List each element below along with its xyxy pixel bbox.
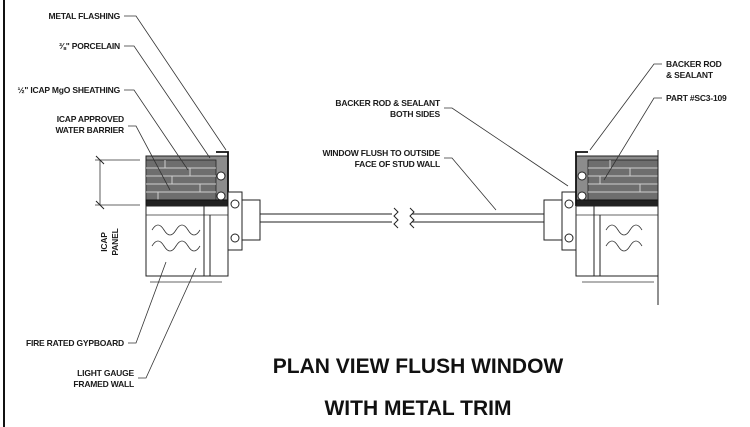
title-line-1: PLAN VIEW FLUSH WINDOW (273, 355, 564, 378)
right-wall-assembly (543, 150, 659, 305)
left-wall-assembly (145, 151, 261, 283)
label-backer-rod-right-2: & SEALANT (666, 70, 714, 80)
label-backer-rod-right-1: BACKER ROD (666, 59, 722, 69)
label-icap-panel-1: ICAP (99, 232, 109, 252)
label-water-barrier-2: WATER BARRIER (55, 125, 124, 135)
label-part-number: PART #SC3-109 (666, 93, 727, 103)
label-window-flush-1: WINDOW FLUSH TO OUTSIDE (322, 148, 440, 158)
label-water-barrier-1: ICAP APPROVED (57, 114, 124, 124)
label-icap-panel-2: PANEL (110, 228, 120, 255)
label-window-flush-2: FACE OF STUD WALL (355, 159, 440, 169)
label-light-gauge: LIGHT GAUGE (77, 368, 134, 378)
label-fire-rated-gypboard: FIRE RATED GYPBOARD (26, 338, 124, 348)
leader-lines (124, 15, 662, 379)
label-backer-rod-both: BACKER ROD & SEALANT (335, 98, 441, 108)
label-metal-flashing: METAL FLASHING (49, 11, 121, 21)
icap-panel-dimension (95, 155, 140, 210)
label-mgo-sheathing: ½" ICAP MgO SHEATHING (18, 85, 121, 95)
window-glazing (260, 207, 544, 229)
label-both-sides: BOTH SIDES (390, 109, 440, 119)
title-line-2: WITH METAL TRIM (324, 397, 511, 420)
label-porcelain: ⅜" PORCELAIN (59, 41, 120, 51)
label-framed-wall: FRAMED WALL (73, 379, 134, 389)
